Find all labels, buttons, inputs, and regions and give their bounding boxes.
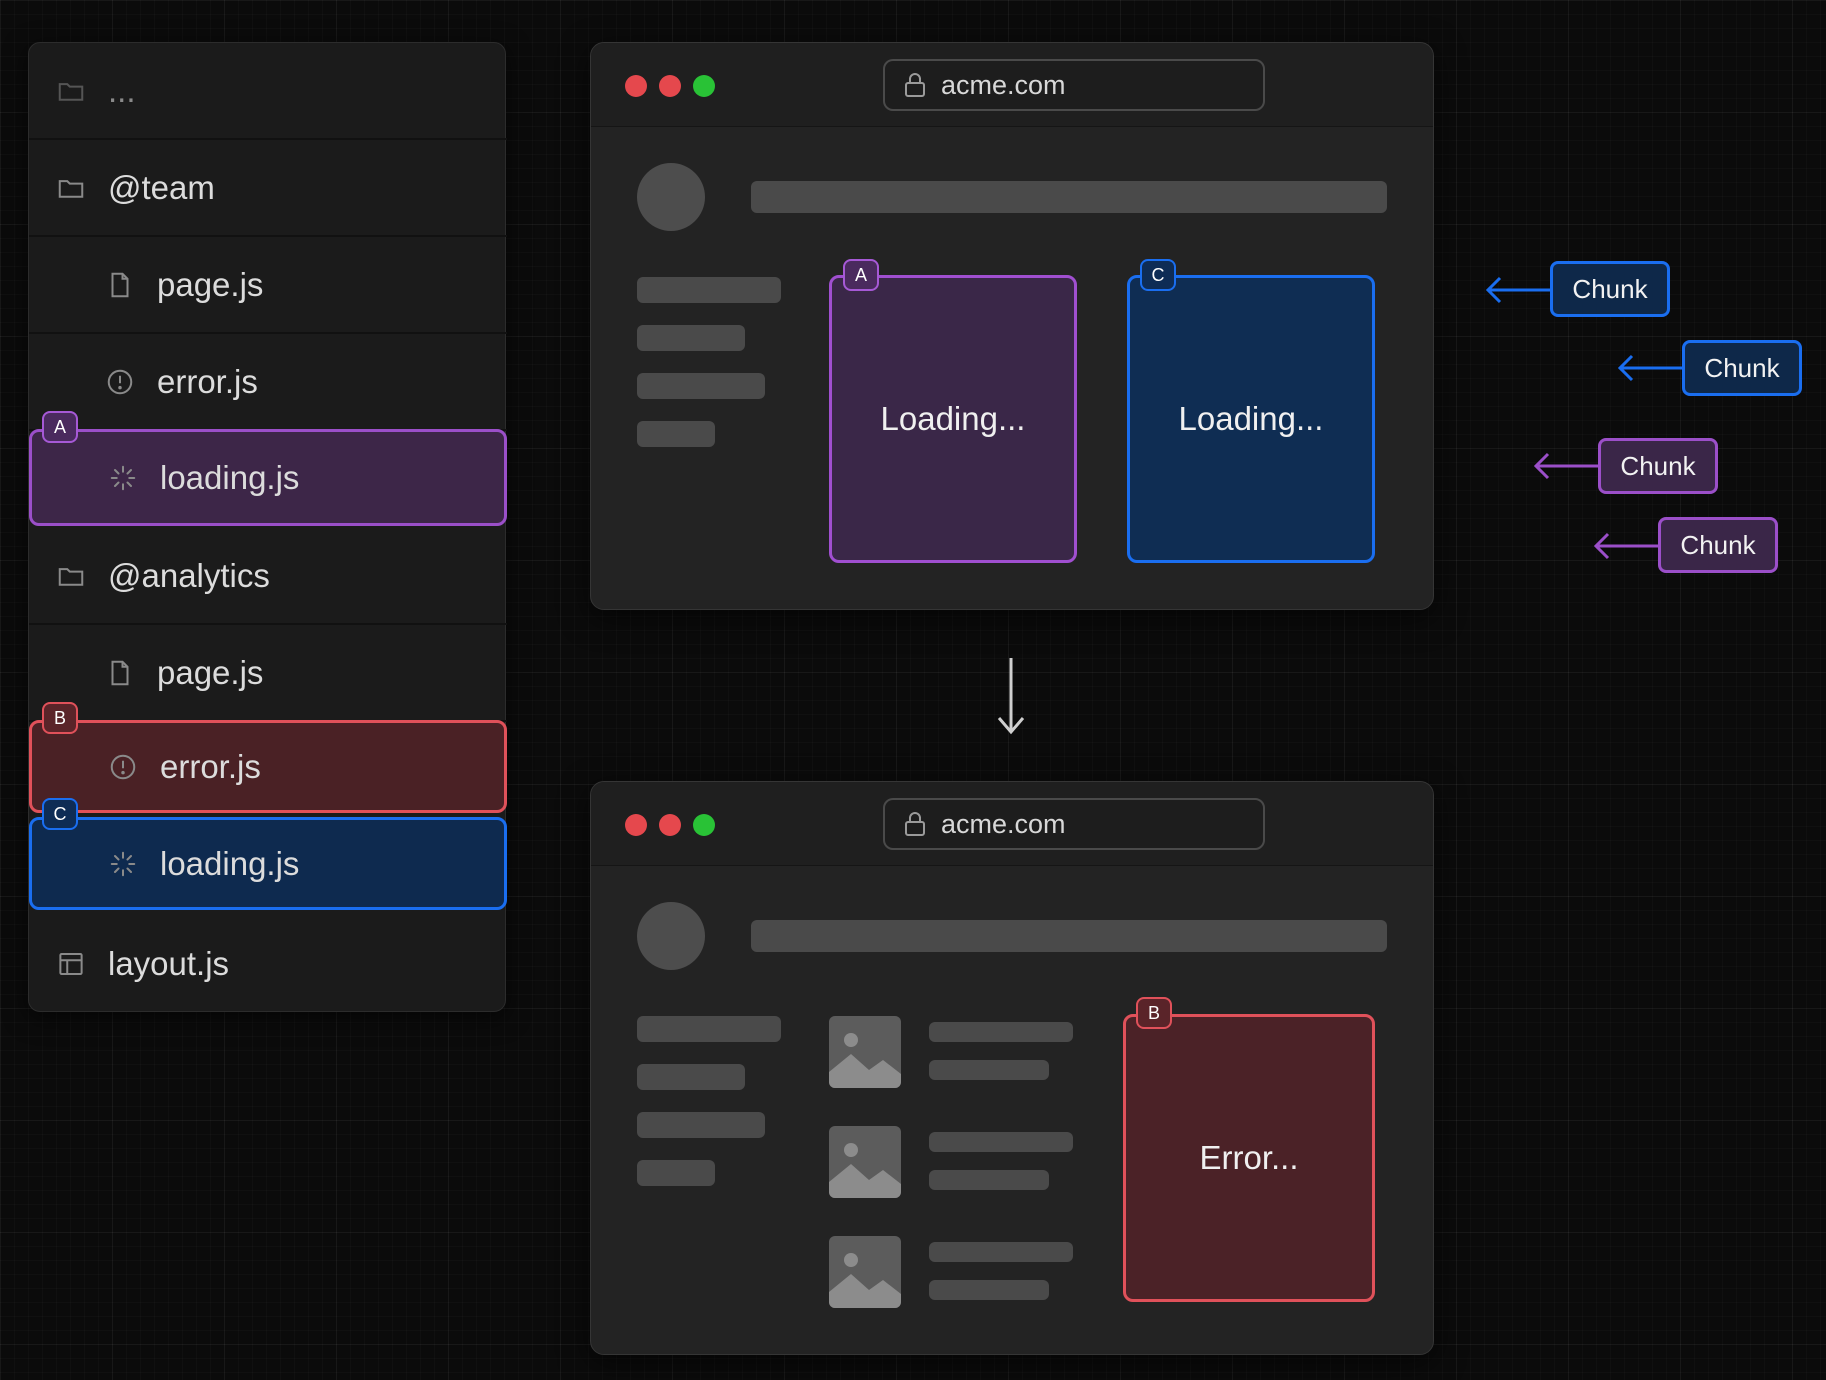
layout-icon	[59, 952, 83, 975]
header-skeleton	[751, 920, 1387, 952]
nav-skeleton	[637, 1160, 715, 1186]
chunk-label: Chunk	[1598, 438, 1718, 494]
avatar-placeholder	[637, 902, 705, 970]
text-skeleton	[929, 1170, 1049, 1190]
spinner-icon	[110, 465, 136, 490]
text-skeleton	[929, 1280, 1049, 1300]
badge-b: B	[1136, 997, 1172, 1029]
nav-skeleton	[637, 421, 715, 447]
text-skeleton	[929, 1060, 1049, 1080]
header-skeleton	[751, 181, 1387, 213]
tree-item-analytics-error[interactable]: error.js	[29, 720, 507, 813]
tree-item-team-page[interactable]: page.js	[29, 237, 507, 334]
lock-icon	[905, 73, 925, 97]
file-icon	[111, 272, 129, 297]
chunk-label: Chunk	[1658, 517, 1778, 573]
browser-titlebar: acme.com	[591, 782, 1433, 866]
address-bar[interactable]: acme.com	[883, 798, 1265, 850]
nav-skeleton	[637, 1112, 765, 1138]
tree-item-label: ...	[108, 71, 136, 109]
maximize-window-button[interactable]	[693, 75, 715, 97]
down-arrow-icon	[997, 658, 1025, 735]
badge-c: C	[1140, 259, 1176, 291]
minimize-window-button[interactable]	[659, 814, 681, 836]
analytics-slot-loading: Loading...	[1127, 275, 1375, 563]
chunk-label: Chunk	[1550, 261, 1670, 317]
tree-item-label: error.js	[160, 747, 261, 785]
close-window-button[interactable]	[625, 814, 647, 836]
badge-a: A	[843, 259, 879, 291]
url-text: acme.com	[941, 808, 1066, 839]
tree-item-label: page.js	[157, 653, 264, 691]
browser-titlebar: acme.com	[591, 43, 1433, 127]
tree-item-team-error[interactable]: error.js	[29, 334, 507, 431]
error-circle-icon	[110, 754, 136, 779]
left-arrow-icon	[1533, 452, 1600, 480]
lock-icon	[905, 812, 925, 836]
chunk-label: Chunk	[1682, 340, 1802, 396]
analytics-slot-error: Error...	[1123, 1014, 1375, 1302]
text-skeleton	[929, 1022, 1073, 1042]
nav-skeleton	[637, 277, 781, 303]
text-skeleton	[929, 1242, 1073, 1262]
folder-icon	[58, 567, 84, 586]
image-icon	[829, 1016, 901, 1088]
tree-item-label: loading.js	[160, 458, 300, 496]
tree-item-ellipsis[interactable]: ...	[29, 43, 507, 140]
nav-skeleton	[637, 1064, 745, 1090]
image-icon	[829, 1236, 901, 1308]
url-text: acme.com	[941, 69, 1066, 100]
tree-item-label: error.js	[157, 362, 258, 400]
tree-item-label: layout.js	[108, 944, 230, 982]
tree-item-analytics-page[interactable]: page.js	[29, 625, 507, 722]
error-text: Error...	[1199, 1139, 1299, 1176]
address-bar[interactable]: acme.com	[883, 59, 1265, 111]
file-tree: ... @team page.js error.js loading.js @a…	[28, 42, 507, 1012]
nav-skeleton	[637, 1016, 781, 1042]
text-skeleton	[929, 1132, 1073, 1152]
maximize-window-button[interactable]	[693, 814, 715, 836]
tree-item-label: @team	[108, 168, 215, 206]
left-arrow-icon	[1617, 354, 1684, 382]
team-slot-loading: Loading...	[829, 275, 1077, 563]
tree-item-label: @analytics	[108, 556, 270, 594]
tree-item-team-loading[interactable]: loading.js	[29, 429, 507, 526]
tree-item-team[interactable]: @team	[29, 140, 507, 237]
minimize-window-button[interactable]	[659, 75, 681, 97]
badge-b: B	[42, 702, 78, 734]
browser-window-error: acme.com Error...	[590, 781, 1434, 1355]
browser-window-loading: acme.com Loading... Loading...	[590, 42, 1434, 610]
tree-item-label: loading.js	[160, 844, 300, 882]
nav-skeleton	[637, 373, 765, 399]
nav-skeleton	[637, 325, 745, 351]
image-icon	[829, 1126, 901, 1198]
tree-item-analytics[interactable]: @analytics	[29, 528, 507, 625]
close-window-button[interactable]	[625, 75, 647, 97]
folder-icon	[58, 82, 84, 101]
folder-icon	[58, 179, 84, 198]
loading-text: Loading...	[1178, 400, 1324, 437]
tree-item-layout[interactable]: layout.js	[29, 915, 507, 1012]
badge-c: C	[42, 798, 78, 830]
error-circle-icon	[107, 369, 133, 394]
avatar-placeholder	[637, 163, 705, 231]
loading-text: Loading...	[880, 400, 1026, 437]
spinner-icon	[110, 851, 136, 876]
left-arrow-icon	[1593, 532, 1660, 560]
tree-item-analytics-loading[interactable]: loading.js	[29, 817, 507, 910]
left-arrow-icon	[1485, 276, 1552, 304]
file-icon	[111, 660, 129, 685]
badge-a: A	[42, 411, 78, 443]
tree-item-label: page.js	[157, 265, 264, 303]
